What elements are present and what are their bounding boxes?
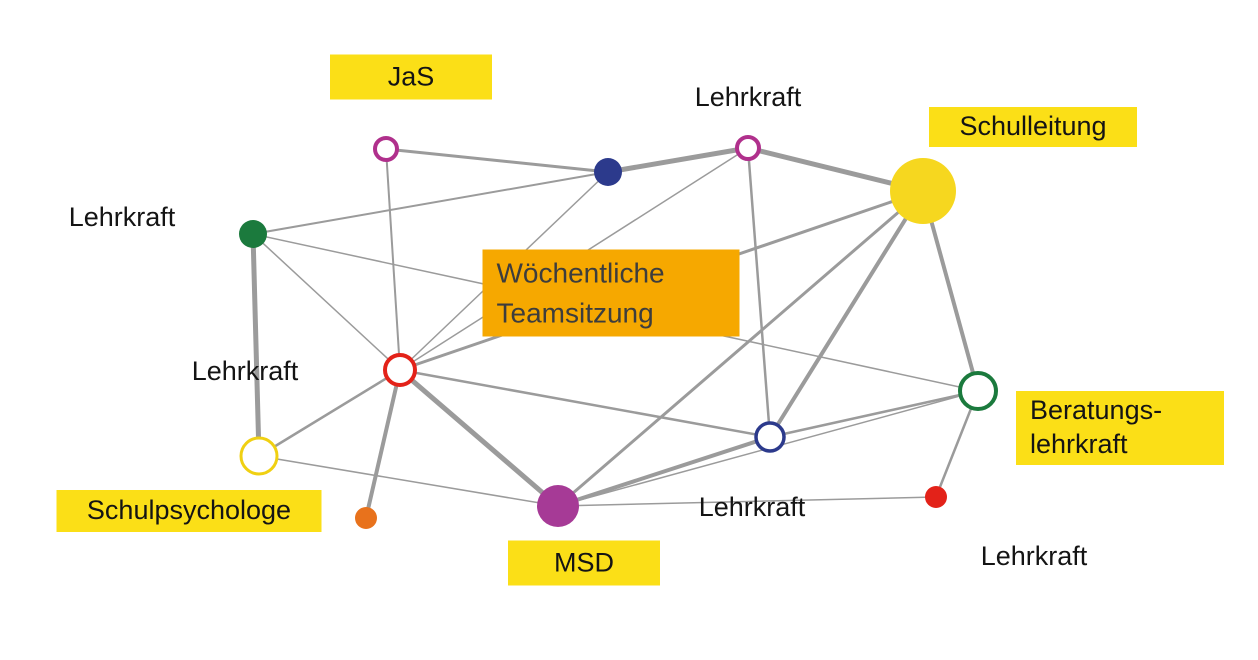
node-lehrkraft-magenta-hollow [735,135,761,161]
edge-lehrkraft-magenta-hollow--lehrkraft-blue-hollow [746,146,772,439]
node-orange-node [355,507,377,529]
edge-jas-node--lehrkraft-red-hollow [385,148,401,371]
edge-jas-node--lehrkraft-blue-filled [384,147,610,174]
node-beratungslehrkraft-node [958,371,998,411]
node-schulleitung-node [890,158,956,224]
edge-schulleitung-node--msd-node [556,189,925,508]
edge-lehrkraft-red-hollow--msd-node [397,367,561,509]
edge-schulleitung-node--beratungslehrkraft-node [921,189,980,393]
edge-lehrkraft-red-hollow--lehrkraft-blue-hollow [398,368,772,439]
node-schulpsychologe-node [239,436,279,476]
node-lehrkraft-blue-filled [594,158,622,186]
node-lehrkraft-green-filled [239,220,267,248]
node-jas-node [373,136,399,162]
edge-schulleitung-node--lehrkraft-blue-hollow [768,189,925,439]
node-msd-node [537,485,579,527]
edge-lehrkraft-magenta-hollow--lehrkraft-red-hollow [399,147,749,371]
edge-lehrkraft-red-hollow--schulpsychologe-node [257,368,402,458]
edge-lehrkraft-blue-filled--lehrkraft-red-hollow [399,171,609,371]
node-lehrkraft-red-hollow [383,353,417,387]
edge-lehrkraft-green-filled--schulpsychologe-node [250,231,262,459]
node-lehrkraft-blue-hollow [754,421,786,453]
edge-lehrkraft-blue-filled--lehrkraft-magenta-hollow [605,145,751,175]
edge-schulpsychologe-node--msd-node [258,455,559,507]
node-lehrkraft-red-filled [925,486,947,508]
edge-msd-node--lehrkraft-blue-hollow [556,435,772,508]
edge-lehrkraft-green-filled--beratungslehrkraft-node [252,233,979,392]
edge-schulleitung-node--lehrkraft-red-hollow [398,189,925,372]
edge-msd-node--lehrkraft-red-filled [557,496,937,507]
edge-lehrkraft-red-hollow--orange-node [364,368,402,520]
edge-lehrkraft-green-filled--lehrkraft-blue-filled [252,171,609,235]
edge-lehrkraft-green-filled--lehrkraft-red-hollow [252,233,401,371]
edge-lehrkraft-blue-hollow--beratungslehrkraft-node [768,389,980,439]
